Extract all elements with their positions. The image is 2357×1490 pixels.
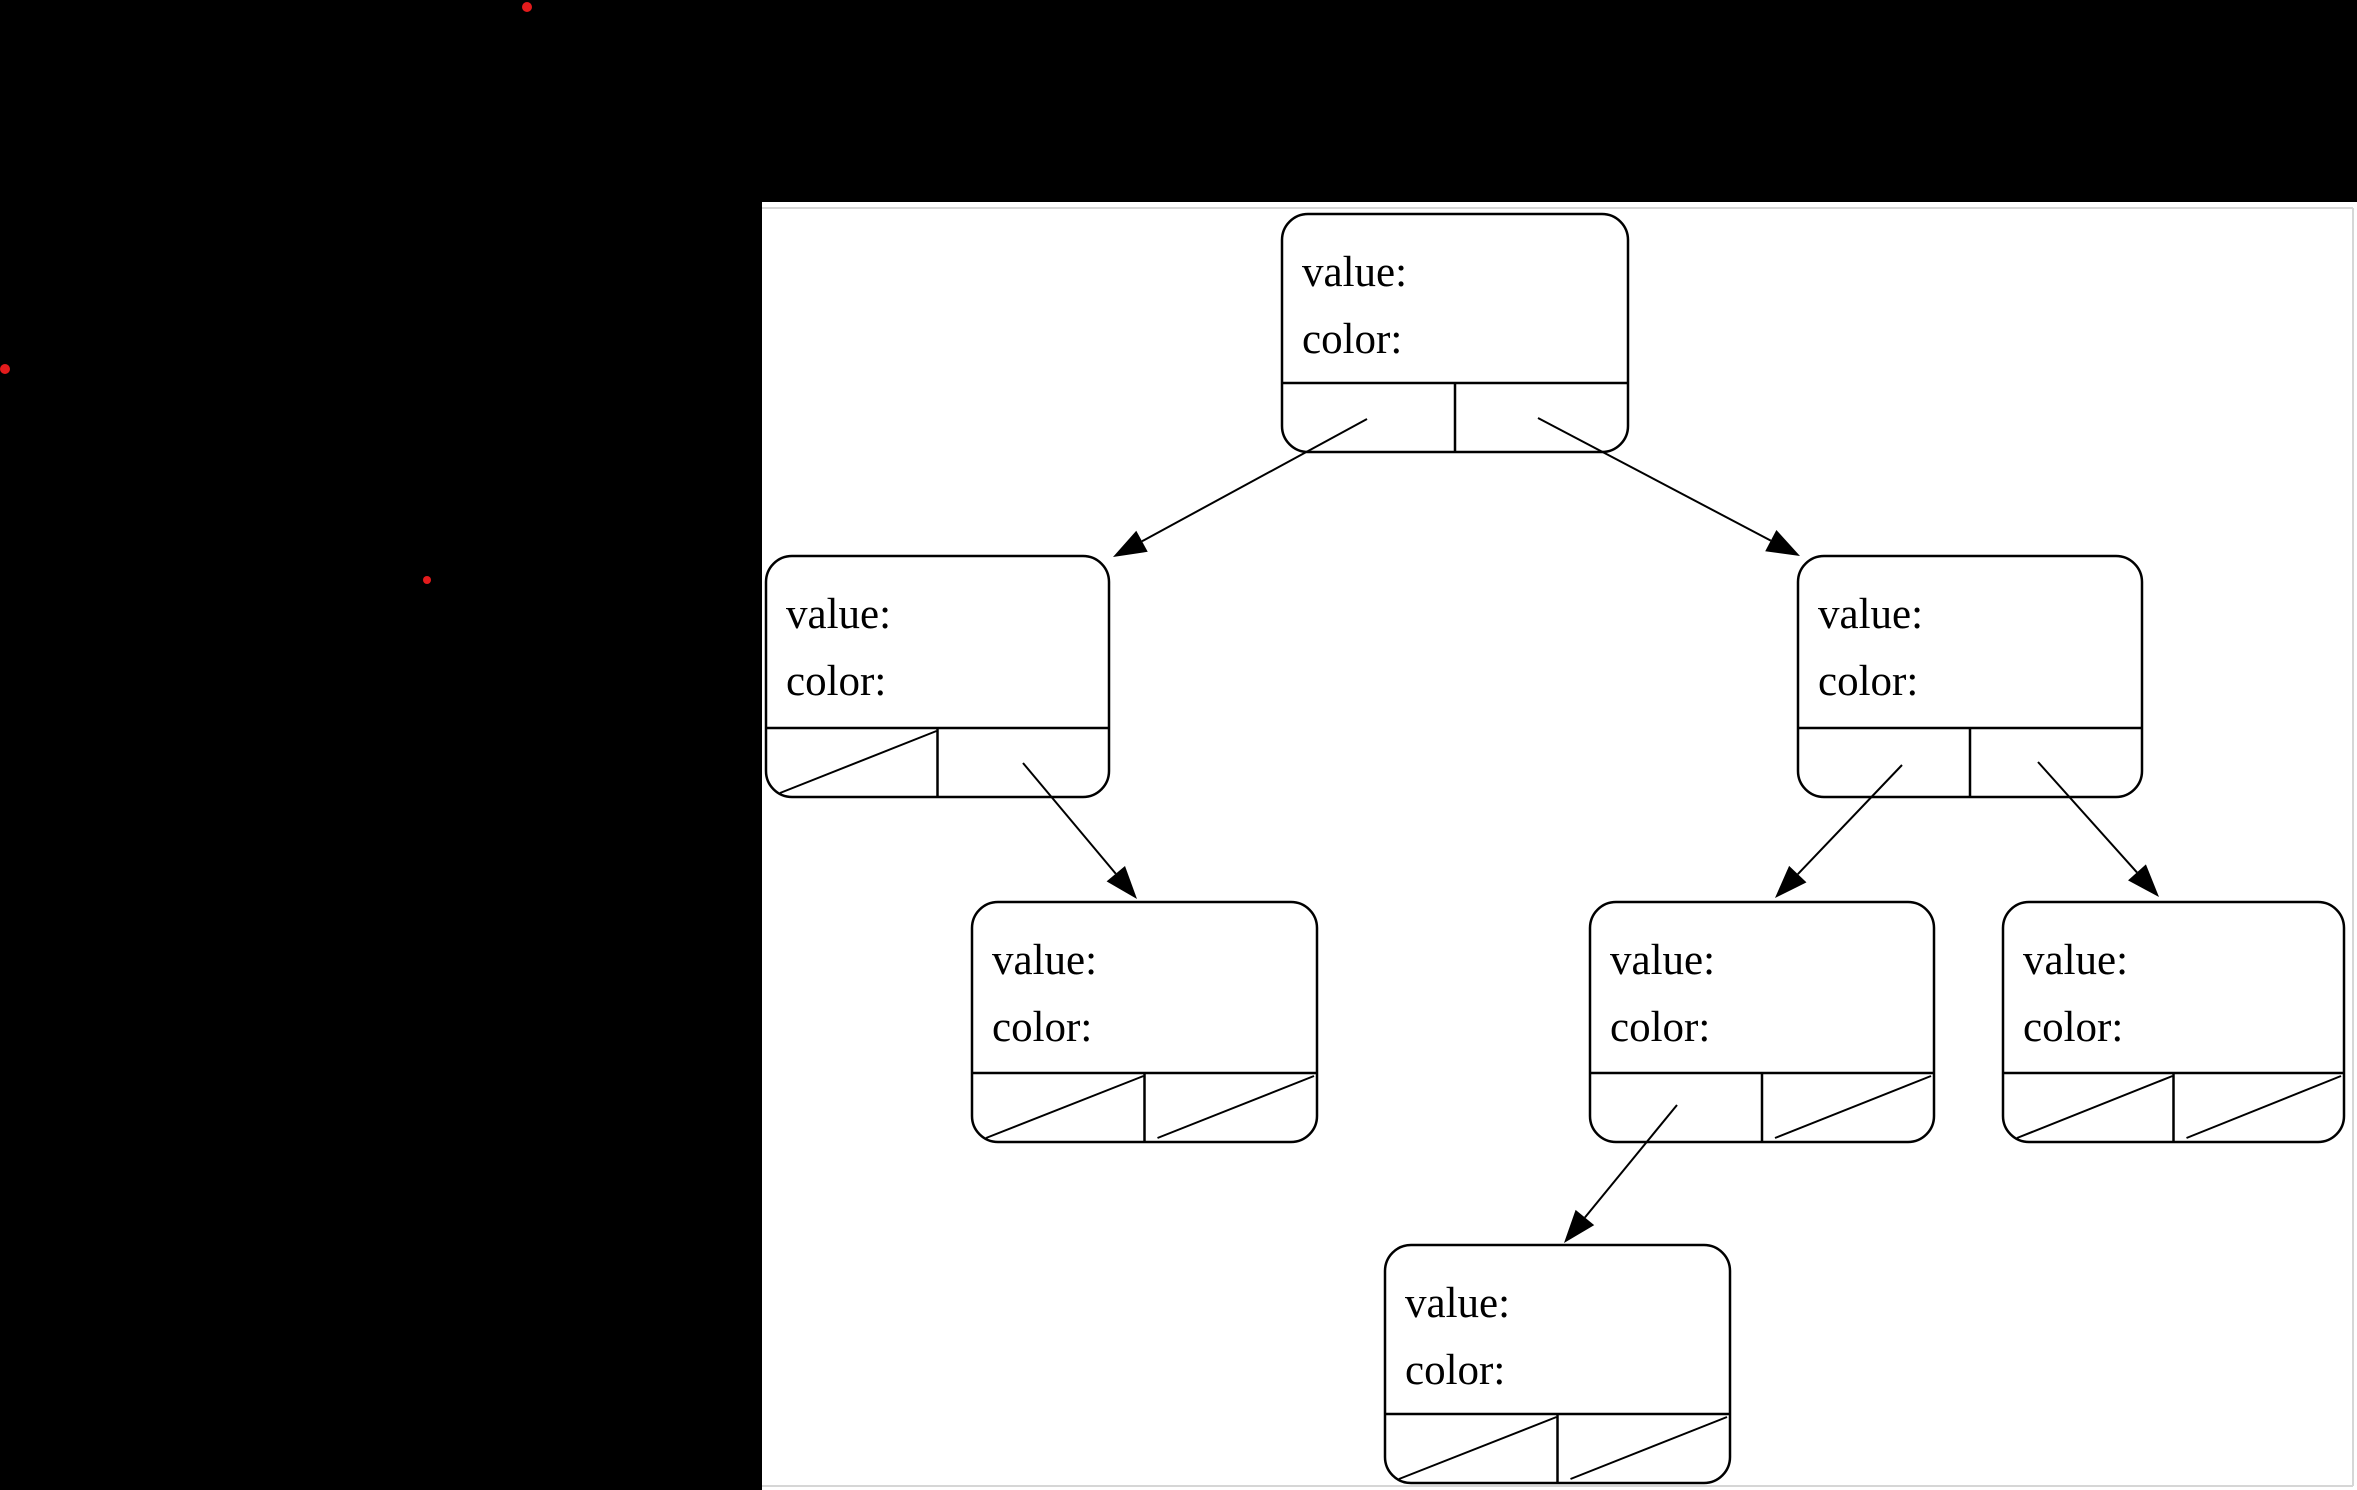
node-field-label-value: value: [1405,1280,1510,1327]
pointer-arrow-line-left-right [1022,762,1117,875]
pointer-arrowhead-right-right [2128,864,2159,897]
pointer-arrow-line-root-left [1141,418,1368,543]
pointer-arrowhead-right [1765,530,1800,556]
node-field-label-value: value: [992,937,1097,984]
pointer-arrow-line-root-right [1537,417,1772,542]
node-field-label-value: value: [1818,591,1923,638]
red-dot [423,576,431,584]
node-field-label-value: value: [1610,937,1715,984]
node-field-label-value: value: [1302,249,1407,296]
pointer-arrow-line-right-right [2037,761,2138,874]
null-pointer-slash-right [1570,1416,1728,1480]
pointer-arrowhead-left-right [1106,866,1137,899]
null-pointer-slash-left [985,1075,1144,1139]
pointer-arrow-line-right-left [1797,764,1903,875]
node-field-label-color: color: [1405,1347,1505,1394]
pointer-arrowhead-left [1113,530,1148,557]
pointer-arrowhead-bottom [1564,1209,1595,1243]
node-field-label-value: value: [2023,937,2128,984]
node-field-label-color: color: [1302,316,1402,363]
node-field-label-color: color: [786,658,886,705]
node-field-label-color: color: [992,1004,1092,1051]
null-pointer-slash-right [1774,1075,1932,1139]
red-dot [0,364,10,374]
node-field-label-value: value: [786,591,891,638]
null-pointer-slash-left [1398,1416,1557,1480]
node-field-label-color: color: [2023,1004,2123,1051]
pointer-arrow-line-right-left-left [1584,1104,1678,1219]
node-field-label-color: color: [1818,658,1918,705]
null-pointer-slash-right [2186,1075,2342,1139]
red-dot [522,2,532,12]
pointer-arrowhead-right-left [1775,865,1807,898]
null-pointer-slash-left [779,730,937,794]
node-field-label-color: color: [1610,1004,1710,1051]
null-pointer-slash-left [2016,1075,2173,1139]
null-pointer-slash-right [1157,1075,1315,1139]
